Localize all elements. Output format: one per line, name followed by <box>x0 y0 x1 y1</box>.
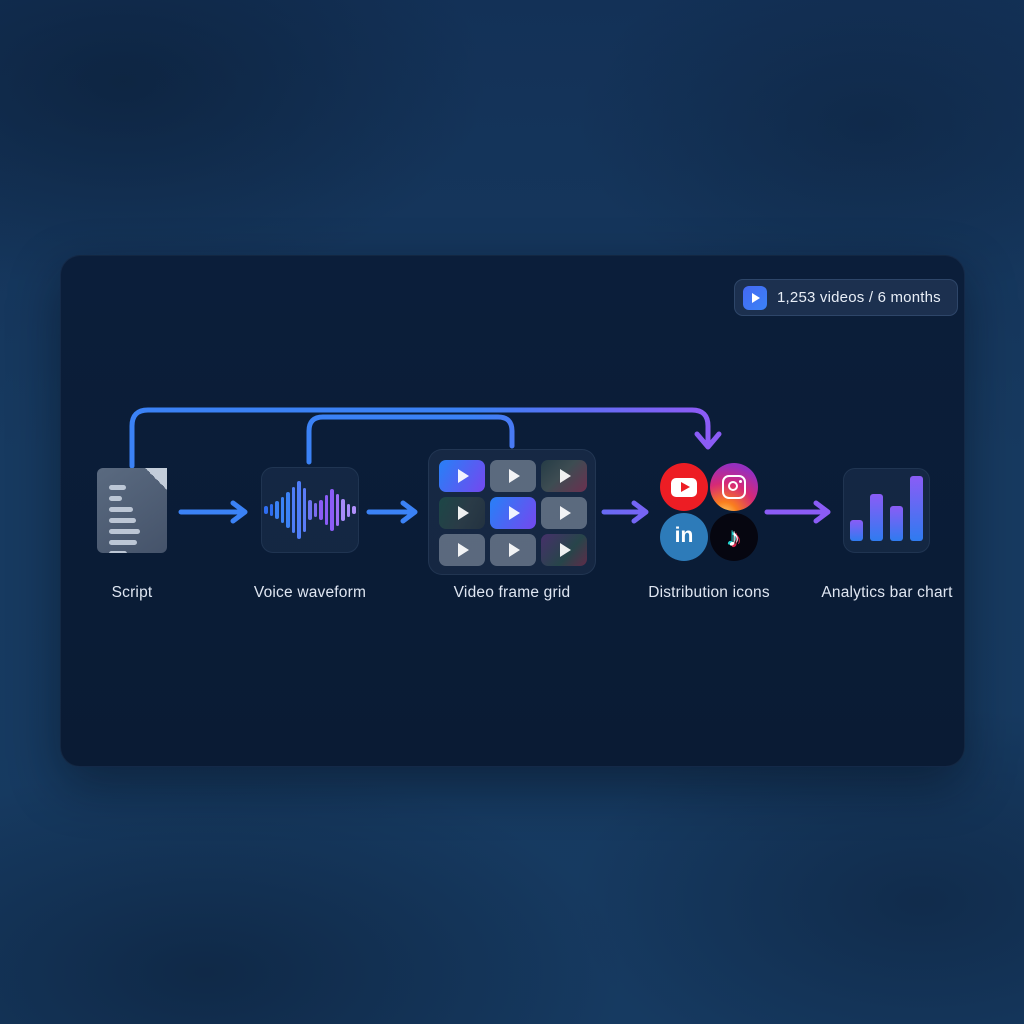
waveform-bar <box>352 506 356 514</box>
play-icon <box>743 285 767 310</box>
play-triangle-icon <box>509 543 520 557</box>
analytics-bar <box>890 506 903 541</box>
linkedin-icon: in <box>660 513 708 561</box>
play-triangle-icon <box>458 543 469 557</box>
waveform-bar <box>291 487 296 533</box>
tiktok-note-glyph: ♪ <box>727 522 741 552</box>
document-text-line <box>109 529 140 534</box>
label-distribution: Distribution icons <box>648 584 770 601</box>
waveform-bar <box>335 494 340 526</box>
waveform-bar <box>275 501 279 519</box>
page-fold-icon <box>145 468 167 490</box>
waveform-bar <box>286 492 290 528</box>
video-thumbnail-cell <box>490 497 536 529</box>
label-video-grid: Video frame grid <box>453 584 571 601</box>
badge-label: 1,253 videos / 6 months <box>777 289 941 306</box>
voice-waveform-bars <box>264 481 356 539</box>
waveform-bar <box>269 504 274 516</box>
youtube-play-shape <box>671 477 697 497</box>
instagram-icon <box>710 463 758 511</box>
waveform-bar <box>308 500 312 520</box>
waveform-bar <box>330 489 334 531</box>
script-text-lines <box>109 485 153 556</box>
waveform-bar <box>264 506 268 514</box>
linkedin-in-text: in <box>674 524 694 547</box>
waveform-bar <box>319 500 323 520</box>
play-triangle-icon <box>560 543 571 557</box>
instagram-camera-shape <box>722 475 746 499</box>
waveform-bar <box>302 488 307 532</box>
document-text-line <box>109 496 122 501</box>
video-thumbnail-cell <box>439 497 485 529</box>
video-frame-grid <box>428 449 596 575</box>
analytics-bar <box>870 494 883 541</box>
document-text-line <box>109 540 137 545</box>
video-thumbnail-cell <box>439 534 485 566</box>
video-thumbnail-cell <box>541 534 587 566</box>
waveform-bar <box>324 495 329 525</box>
waveform-bar <box>341 499 345 521</box>
play-triangle-icon <box>560 506 571 520</box>
label-script: Script <box>111 584 153 601</box>
waveform-bar <box>346 503 351 517</box>
video-thumbnail-cell <box>439 460 485 492</box>
analytics-bar-chart-icon <box>843 468 930 553</box>
voice-waveform-icon <box>261 467 359 553</box>
label-voice: Voice waveform <box>253 584 367 601</box>
document-text-line <box>109 518 136 523</box>
video-thumbnail-cell <box>490 534 536 566</box>
waveform-bar <box>280 497 285 523</box>
analytics-bar <box>850 520 863 541</box>
video-thumbnail-cell <box>541 460 587 492</box>
tiktok-icon: ♪ <box>710 513 758 561</box>
waveform-bar <box>313 503 318 517</box>
distribution-icons-group: in ♪ <box>660 463 758 561</box>
youtube-icon <box>660 463 708 511</box>
play-triangle-icon <box>509 469 520 483</box>
play-triangle-icon <box>509 506 520 520</box>
label-analytics: Analytics bar chart <box>821 584 953 601</box>
video-thumbnail-cell <box>541 497 587 529</box>
document-text-line <box>109 507 133 512</box>
analytics-bar <box>910 476 923 541</box>
waveform-bar <box>297 481 301 539</box>
document-text-line <box>109 485 126 490</box>
play-triangle-icon <box>560 469 571 483</box>
video-count-badge: 1,253 videos / 6 months <box>734 279 958 316</box>
play-triangle-icon <box>458 506 469 520</box>
video-thumbnail-cell <box>490 460 536 492</box>
play-triangle-icon <box>458 469 469 483</box>
